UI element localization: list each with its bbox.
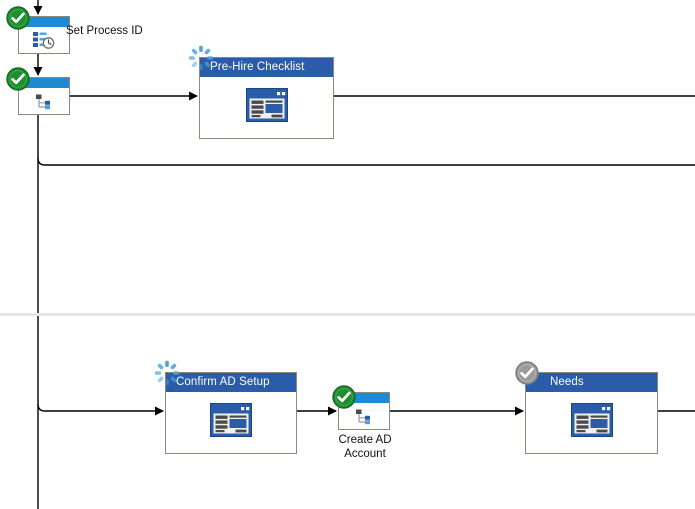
hierarchy-tree-icon bbox=[339, 403, 389, 429]
form-document-icon bbox=[245, 88, 288, 127]
status-badge-spinner-in-progress bbox=[154, 360, 180, 386]
node-label-create-ad-account: Create AD Account bbox=[338, 434, 392, 460]
status-badge-complete-green bbox=[332, 385, 356, 409]
node-create-ad-account[interactable] bbox=[338, 392, 390, 430]
node-header-bar bbox=[19, 78, 69, 88]
node-body bbox=[200, 77, 333, 138]
grid-clock-icon bbox=[19, 27, 69, 53]
status-badge-complete-green bbox=[6, 6, 30, 30]
node-body bbox=[526, 392, 657, 453]
status-badge-spinner-in-progress bbox=[188, 45, 214, 71]
node-label-set-process-id: Set Process ID bbox=[66, 25, 143, 37]
node-title-pre-hire-checklist: Pre-Hire Checklist bbox=[200, 58, 333, 77]
status-badge-complete-green bbox=[6, 67, 30, 91]
node-pre-hire-checklist[interactable]: Pre-Hire Checklist bbox=[199, 57, 334, 139]
node-body bbox=[166, 392, 296, 453]
node-confirm-ad-setup[interactable]: Confirm AD Setup bbox=[165, 372, 297, 454]
node-header-bar bbox=[19, 17, 69, 27]
hierarchy-tree-icon bbox=[19, 88, 69, 114]
connector-branch-right-upper bbox=[37, 157, 695, 166]
node-needs[interactable]: Needs bbox=[525, 372, 658, 454]
node-title-needs: Needs bbox=[526, 373, 657, 392]
form-document-icon bbox=[210, 403, 252, 442]
status-badge-inactive-gray bbox=[515, 361, 539, 385]
form-document-icon bbox=[570, 403, 613, 442]
connector-trunk-to-confirm bbox=[37, 403, 164, 416]
swimlane-divider bbox=[0, 313, 695, 316]
node-header-bar bbox=[339, 393, 389, 403]
node-title-confirm-ad-setup: Confirm AD Setup bbox=[166, 373, 296, 392]
